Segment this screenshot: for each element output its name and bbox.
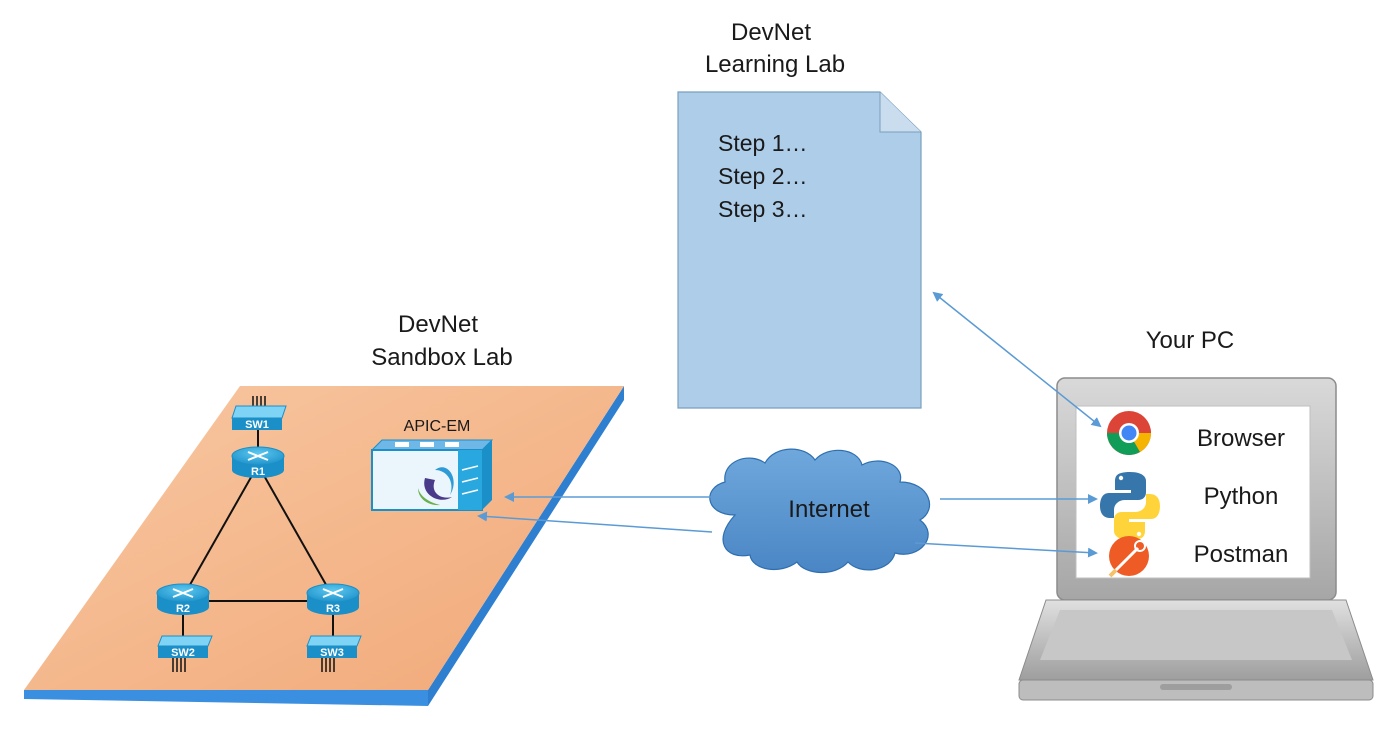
app-label-browser: Browser [1197,425,1285,452]
internet-cloud [709,448,931,574]
apic-em-logo-icon [418,467,454,506]
app-label-postman: Postman [1194,541,1289,568]
switch-sw1: SW1 [231,405,287,431]
r3-label: R3 [326,603,340,615]
step-3: Step 3… [718,196,808,222]
port-stubs [172,396,335,672]
router-r3: R3 [306,583,360,615]
learning-lab-title-line2: Learning Lab [705,51,845,78]
connection-arrows [477,291,1102,558]
learning-lab-document [677,91,922,409]
arrow-cloud-to-postman [914,542,1098,558]
postman-icon [1108,536,1149,578]
r1-label: R1 [251,466,265,478]
python-icon [1100,472,1160,540]
sandbox-title-line2: Sandbox Lab [371,344,512,371]
apic-em-label: APIC-EM [404,418,471,435]
step-2: Step 2… [718,163,808,189]
sandbox-title-line1: DevNet [398,311,478,338]
router-r1: R1 [231,446,285,478]
switch-sw2: SW2 [157,635,213,659]
arrow-cloud-to-apic-em-2 [477,511,713,533]
chrome-icon [1107,411,1151,455]
switch-sw3: SW3 [306,635,362,659]
step-1: Step 1… [718,130,808,156]
laptop [1018,377,1374,701]
pc-title: Your PC [1146,327,1235,354]
internet-label: Internet [788,496,870,523]
arrow-browser-to-learning-lab [932,291,1102,428]
sw3-label: SW3 [320,647,344,659]
sw2-label: SW2 [171,647,195,659]
apic-em-appliance [370,439,494,511]
learning-lab-title-line1: DevNet [731,19,811,46]
r2-label: R2 [176,603,190,615]
app-label-python: Python [1204,483,1279,510]
sw1-label: SW1 [245,419,269,431]
router-r2: R2 [156,583,210,615]
